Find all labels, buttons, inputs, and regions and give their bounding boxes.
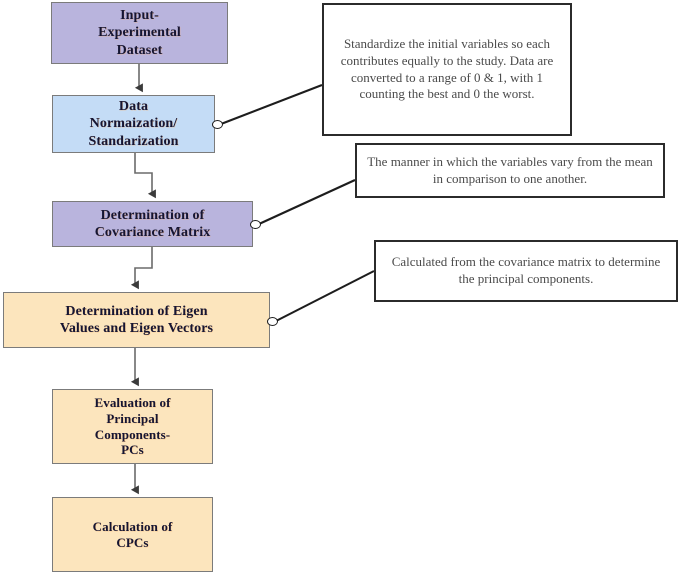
callout-covariance-note[interactable]: The manner in which the variables vary f… xyxy=(355,143,665,198)
node-determination-covariance-matrix[interactable]: Determination of Covariance Matrix xyxy=(52,201,253,247)
node-input-experimental-dataset[interactable]: Input- Experimental Dataset xyxy=(51,2,228,64)
callout-standardize-text: Standardize the initial variables so eac… xyxy=(340,35,554,102)
node-covariance-label: Determination of Covariance Matrix xyxy=(94,207,211,240)
node-eigen-label: Determination of Eigen Values and Eigen … xyxy=(59,303,214,336)
leader-covariance-to-covariance-note xyxy=(258,179,356,225)
node-data-normalization[interactable]: Data Normaization/ Standarization xyxy=(52,95,215,153)
connector-covariance-to-eigen xyxy=(130,247,153,290)
node-normalize-label: Data Normaization/ Standarization xyxy=(88,99,179,149)
port-normalize-annotation xyxy=(212,120,223,129)
node-evaluation-principal-components[interactable]: Evaluation of Principal Components- PCs xyxy=(52,389,213,464)
connector-normalize-to-covariance xyxy=(134,153,156,199)
callout-standardize-note[interactable]: Standardize the initial variables so eac… xyxy=(322,3,572,136)
node-evaluation-label: Evaluation of Principal Components- PCs xyxy=(94,394,171,458)
callout-covariance-text: The manner in which the variables vary f… xyxy=(367,153,653,186)
port-eigen-annotation xyxy=(267,317,278,326)
node-determination-eigen-values-vectors[interactable]: Determination of Eigen Values and Eigen … xyxy=(3,292,270,348)
callout-eigen-note[interactable]: Calculated from the covariance matrix to… xyxy=(374,240,678,302)
leader-eigen-to-eigen-note xyxy=(275,270,375,322)
node-input-label: Input- Experimental Dataset xyxy=(98,8,181,58)
node-calculation-label: Calculation of CPCs xyxy=(92,518,173,550)
port-covariance-annotation xyxy=(250,220,261,229)
node-calculation-cpcs[interactable]: Calculation of CPCs xyxy=(52,497,213,572)
callout-eigen-text: Calculated from the covariance matrix to… xyxy=(391,254,661,286)
leader-normalize-to-standardize-note xyxy=(220,84,323,125)
